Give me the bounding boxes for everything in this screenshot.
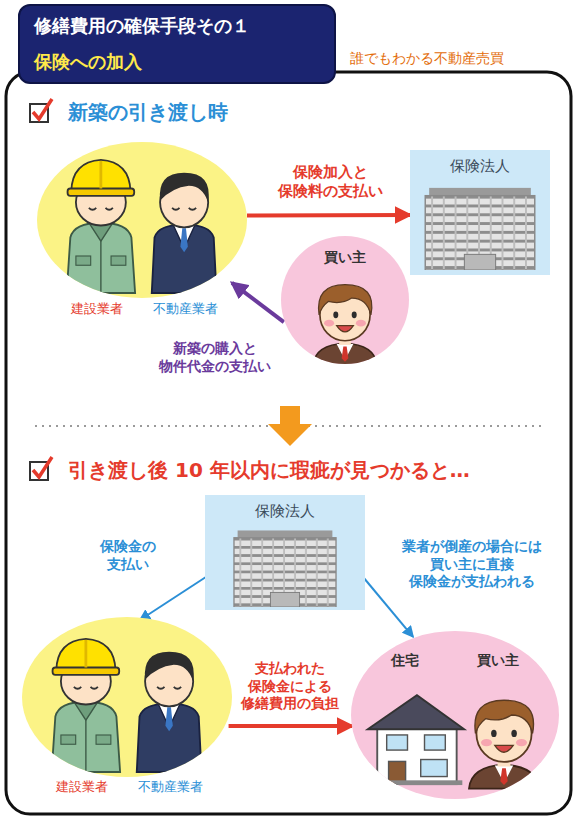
people-illustration <box>67 160 217 293</box>
node-text: 保険法人 <box>450 157 510 176</box>
edge-label: 業者が倒産の場合には 買い主に直接 保険金が支払われる <box>400 538 544 591</box>
company-circle: 建設業者 不動産業者 <box>20 615 235 800</box>
down-arrow <box>268 406 312 446</box>
buyer-illustration <box>469 700 539 788</box>
node-rect <box>205 495 365 610</box>
edge-label: 保険金の 支払い <box>98 538 158 573</box>
connector-arrow <box>229 724 353 728</box>
building-illustration <box>425 188 535 270</box>
node-text: 不動産業者 <box>138 779 203 795</box>
node-text: 建設業者 <box>56 779 108 795</box>
node-text: 保険への加入 <box>34 51 142 74</box>
site-watermark: 誰でもわかる不動産売買 <box>350 50 504 68</box>
section-heading: 引き渡し後 10 年以内に瑕疵が見つかると… <box>68 458 470 483</box>
node-ellipse <box>281 236 409 364</box>
node-art <box>313 285 377 365</box>
company-circle: 建設業者 不動産業者 <box>35 140 250 320</box>
check-box <box>30 99 52 122</box>
node-text: 不動産業者 <box>153 301 218 317</box>
people-illustration <box>52 639 202 772</box>
node-ellipse <box>37 142 247 298</box>
connector-arrow <box>140 576 208 620</box>
check-box <box>30 457 52 480</box>
insurer-box: 保険法人 <box>205 495 365 610</box>
node-ellipse <box>22 617 232 777</box>
node-art <box>425 188 535 270</box>
connector-arrow <box>232 283 284 322</box>
connector-arrow <box>247 213 410 218</box>
node-shape <box>35 140 250 320</box>
figure-path <box>33 99 52 119</box>
figure-path <box>33 457 52 477</box>
node-text: 住宅 <box>391 652 419 670</box>
section-heading: 新築の引き渡し時 <box>68 100 228 125</box>
building-illustration <box>234 530 336 607</box>
node-art <box>52 639 202 772</box>
node-text: 建設業者 <box>71 301 123 317</box>
node-art <box>234 530 336 607</box>
node-text: 買い主 <box>477 652 519 670</box>
node-text: 修繕費用の確保手段その１ <box>34 15 250 38</box>
house-buyer-circle: 住宅 買い主 <box>350 630 560 800</box>
edge-label: 新築の購入と 物件代金の支払い <box>157 340 273 375</box>
node-text: 保険法人 <box>255 502 315 521</box>
outer-frame <box>6 72 571 814</box>
node-rect <box>410 150 550 275</box>
buyer-illustration <box>313 285 377 365</box>
node-ellipse <box>351 631 559 799</box>
edge-label: 保険加入と 保険料の支払い <box>276 163 385 201</box>
title-band: 修繕費用の確保手段その１ 保険への加入 <box>18 4 336 84</box>
insurer-box: 保険法人 <box>410 150 550 275</box>
node-shape <box>350 630 560 800</box>
house-illustration <box>368 695 464 785</box>
node-shape <box>20 615 235 800</box>
node-art <box>67 160 217 293</box>
edge-label: 支払われた 保険金による 修繕費用の負担 <box>239 660 341 713</box>
node-text: 買い主 <box>324 249 366 267</box>
buyer-circle: 買い主 <box>280 235 410 365</box>
node-art <box>368 695 539 788</box>
